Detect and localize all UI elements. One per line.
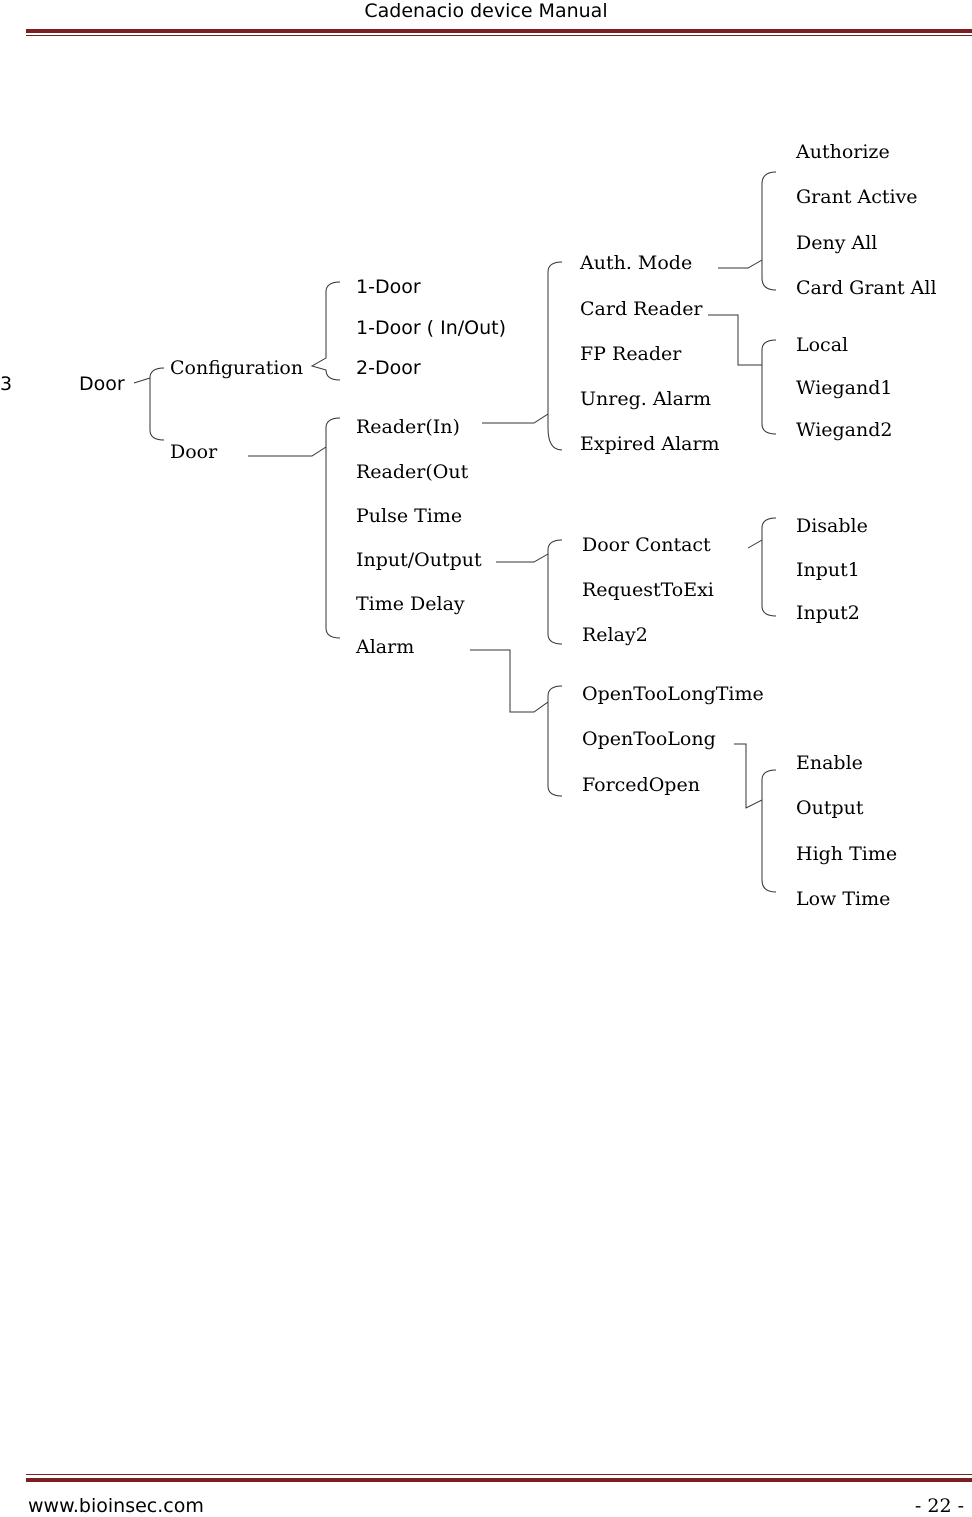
bracket-door [248, 417, 341, 639]
footer-rule-thin [26, 1474, 972, 1475]
door-item-time-delay: Time Delay [356, 593, 465, 615]
page-number: - 22 - [914, 1495, 964, 1517]
io-item-request-to-exit: RequestToExi [582, 579, 714, 601]
reader-item-auth-mode: Auth. Mode [580, 252, 693, 274]
bracket-door-contact [747, 517, 777, 617]
alarm-item-forced-open: ForcedOpen [582, 774, 700, 796]
auth-item-card-grant-all: Card Grant All [796, 277, 937, 299]
section-number: 3 [0, 373, 13, 395]
bracket-configuration [310, 281, 341, 381]
bracket-alarm [470, 649, 563, 797]
footer-url: www.bioinsec.com [28, 1495, 204, 1517]
bracket-auth-mode [718, 171, 777, 291]
config-item-2-door: 2-Door [356, 357, 421, 379]
menu-item-door: Door [170, 441, 218, 463]
document-title: Cadenacio device Manual [364, 0, 608, 22]
door-item-reader-out: Reader(Out [356, 461, 469, 483]
auth-item-authorize: Authorize [796, 141, 890, 163]
otl-item-output: Output [796, 797, 864, 819]
auth-item-grant-active: Grant Active [796, 186, 918, 208]
reader-item-fp-reader: FP Reader [580, 343, 682, 365]
footer-rule [26, 1478, 972, 1482]
reader-item-card-reader: Card Reader [580, 298, 703, 320]
door-item-input-output: Input/Output [356, 549, 482, 571]
bracket-root [133, 367, 165, 441]
config-item-1-door-in-out: 1-Door ( In/Out) [356, 317, 507, 339]
door-item-alarm: Alarm [356, 636, 415, 658]
reader-item-expired-alarm: Expired Alarm [580, 433, 720, 455]
bracket-reader-in [482, 261, 563, 451]
io-item-door-contact: Door Contact [582, 534, 711, 556]
door-contact-item-disable: Disable [796, 515, 868, 537]
card-reader-item-local: Local [796, 334, 849, 356]
door-item-pulse-time: Pulse Time [356, 505, 463, 527]
door-contact-item-input2: Input2 [796, 602, 860, 624]
alarm-item-open-too-long: OpenTooLong [582, 728, 716, 750]
menu-item-configuration: Configuration [170, 357, 304, 379]
io-item-relay2: Relay2 [582, 624, 648, 646]
otl-item-enable: Enable [796, 752, 863, 774]
bracket-open-too-long [734, 743, 777, 893]
header-rule-thin [26, 35, 972, 36]
header-rule [26, 29, 972, 33]
otl-item-low-time: Low Time [796, 888, 891, 910]
bracket-input-output [496, 539, 563, 645]
door-item-reader-in: Reader(In) [356, 416, 460, 438]
menu-root-door: Door [79, 373, 125, 395]
card-reader-item-wiegand2: Wiegand2 [796, 419, 893, 441]
config-item-1-door: 1-Door [356, 276, 421, 298]
reader-item-unreg-alarm: Unreg. Alarm [580, 388, 712, 410]
bracket-card-reader [708, 314, 777, 435]
alarm-item-open-too-long-time: OpenTooLongTime [582, 683, 764, 705]
auth-item-deny-all: Deny All [796, 232, 878, 254]
door-contact-item-input1: Input1 [796, 559, 860, 581]
otl-item-high-time: High Time [796, 843, 898, 865]
card-reader-item-wiegand1: Wiegand1 [796, 377, 893, 399]
